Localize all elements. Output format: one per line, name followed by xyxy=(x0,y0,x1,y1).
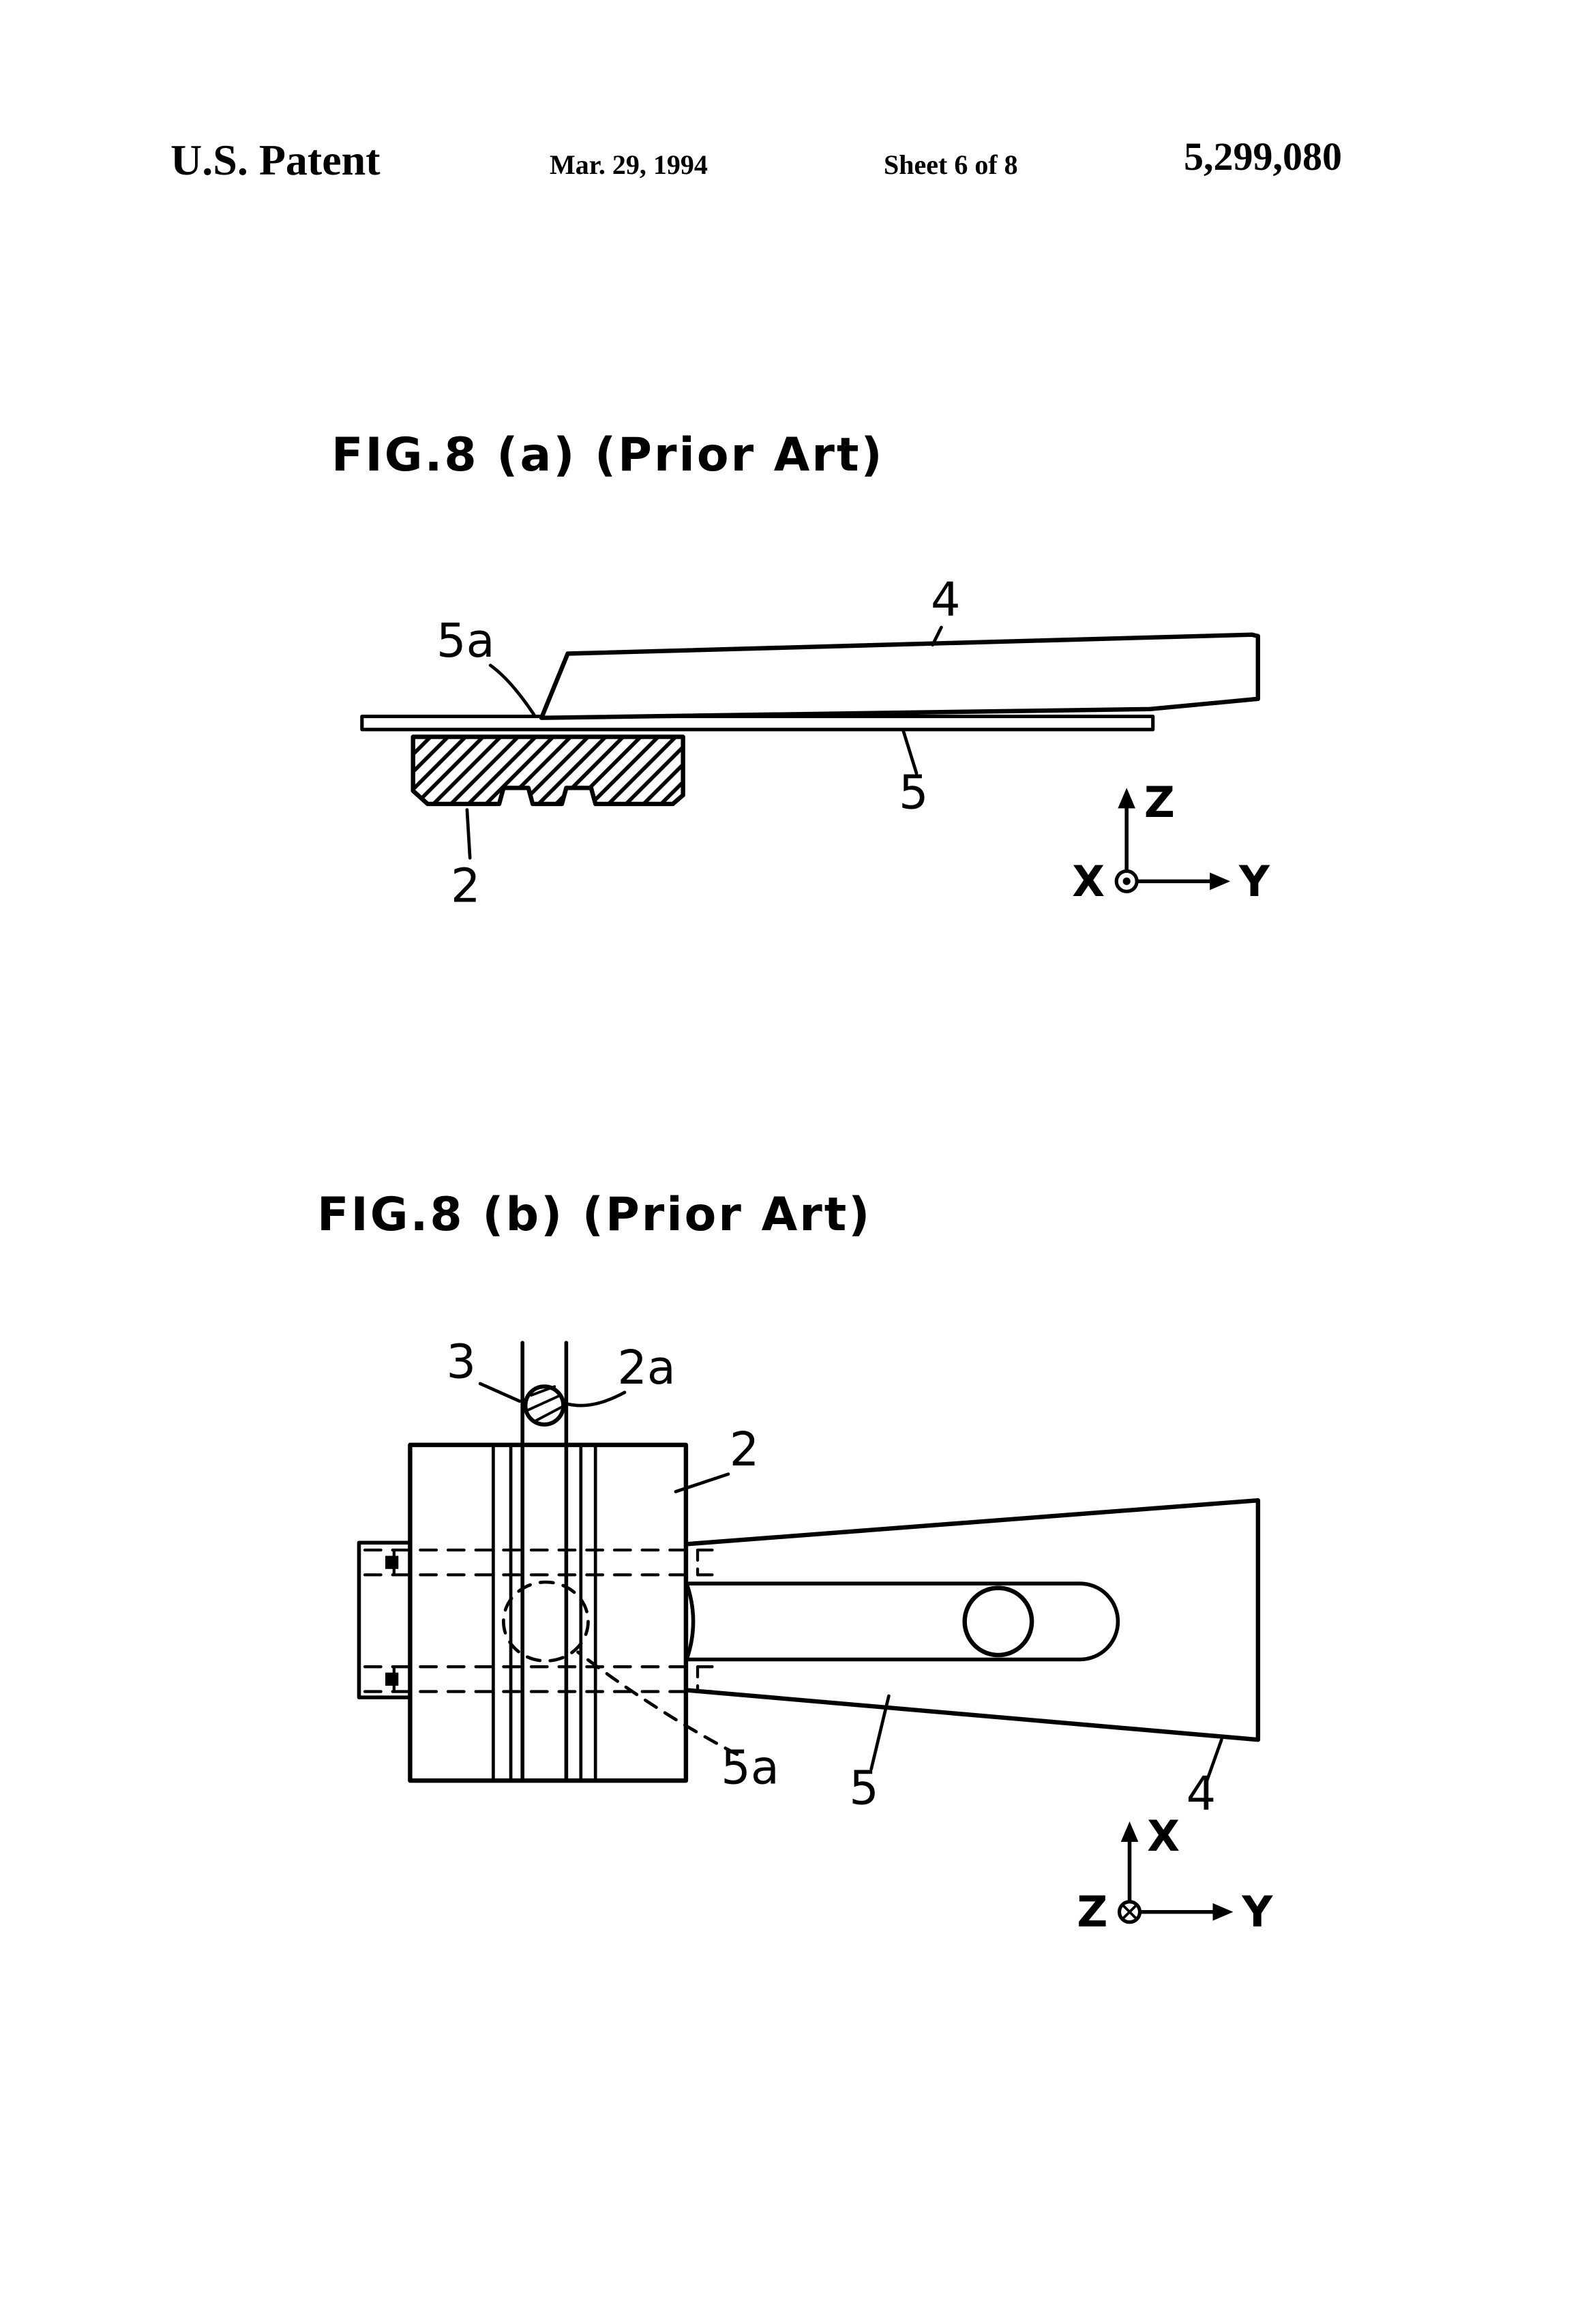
axis-label-x: X xyxy=(1147,1811,1180,1861)
leader-5 xyxy=(901,729,919,775)
figure-a-axes: Z Y X xyxy=(1072,777,1270,906)
screw-shape xyxy=(523,1384,566,1427)
leader-5 xyxy=(869,1694,891,1771)
figure-a-title: FIG.8 (a) (Prior Art) xyxy=(331,428,884,482)
block-groove-lines xyxy=(492,1443,597,1783)
plate-rivet-bottom xyxy=(385,1672,399,1686)
patent-header-sheet: Sheet 6 of 8 xyxy=(884,149,1018,180)
axis-label-z: Z xyxy=(1144,777,1175,827)
figure-b-drawing: 3 2a 2 5a 5 4 X Y Z xyxy=(357,1335,1273,1937)
leader-2 xyxy=(674,1472,730,1493)
label-5a: 5a xyxy=(721,1740,779,1795)
leader-4 xyxy=(1205,1738,1223,1783)
hidden-plate-edges xyxy=(363,1548,714,1693)
figure-b-title: FIG.8 (b) (Prior Art) xyxy=(317,1188,872,1242)
axis-label-z: Z xyxy=(1077,1887,1107,1937)
hidden-plate-edge-ends xyxy=(392,1548,700,1693)
plate-rivet-top xyxy=(385,1555,399,1569)
label-2a: 2a xyxy=(617,1341,676,1395)
patent-header-date: Mar. 29, 1994 xyxy=(550,149,708,180)
label-5: 5 xyxy=(849,1761,879,1815)
figure-b-labels: 3 2a 2 5a 5 4 xyxy=(447,1335,1217,1821)
figure-b-axes: X Y Z xyxy=(1077,1811,1273,1937)
label-5a: 5a xyxy=(436,614,495,668)
label-5: 5 xyxy=(899,765,929,820)
label-2: 2 xyxy=(730,1422,760,1477)
plate-side-shape xyxy=(360,714,1155,732)
label-4: 4 xyxy=(931,573,961,627)
plate-left-end xyxy=(357,1540,413,1699)
leader-2a xyxy=(566,1390,627,1407)
leader-5a xyxy=(576,1650,739,1756)
leader-4 xyxy=(931,625,943,647)
plate-hole xyxy=(962,1585,1034,1658)
axis-label-x: X xyxy=(1072,856,1105,906)
axis-label-y: Y xyxy=(1238,856,1270,906)
patent-header-number: 5,299,080 xyxy=(1184,134,1342,179)
block-top-shape xyxy=(408,1442,689,1783)
leader-5a xyxy=(488,664,536,717)
axis-label-y: Y xyxy=(1241,1887,1273,1937)
label-3: 3 xyxy=(447,1335,477,1389)
block-side-shape xyxy=(411,734,685,807)
figure-b-leaders xyxy=(478,1382,1223,1783)
arm-side-shape xyxy=(539,632,1261,720)
figure-a-labels: 4 5a 5 2 xyxy=(436,573,961,913)
leader-3 xyxy=(478,1382,522,1403)
hidden-joint-circle xyxy=(502,1580,590,1663)
figure-a-drawing: 4 5a 5 2 Z Y X xyxy=(360,573,1270,913)
leader-2 xyxy=(465,808,472,860)
label-4: 4 xyxy=(1186,1767,1217,1821)
screw-channel-lines xyxy=(520,1341,569,1783)
label-2: 2 xyxy=(451,859,481,913)
figure-a-leaders xyxy=(465,625,943,860)
patent-header-title: U.S. Patent xyxy=(170,136,380,184)
